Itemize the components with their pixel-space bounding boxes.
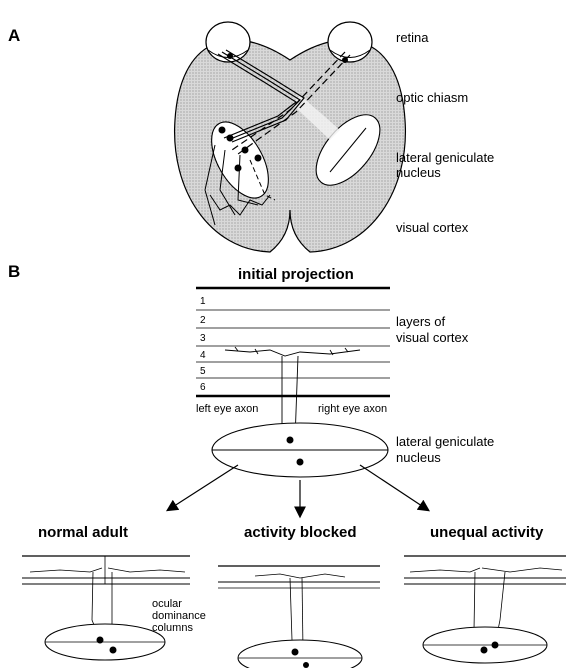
layer-number-3: 3	[200, 333, 206, 344]
lgn-label-line1: lateral geniculate	[396, 150, 494, 165]
activity-blocked-title: activity blocked	[244, 524, 357, 541]
arrow-to-unequal	[360, 465, 428, 510]
activity-blocked-diagram	[218, 566, 380, 668]
ocular-label-line3: columns	[152, 622, 193, 635]
layer-number-1: 1	[200, 296, 206, 307]
left-eye-axon-label: left eye axon	[196, 403, 258, 416]
panel-b-letter: B	[8, 262, 20, 282]
layer-number-2: 2	[200, 315, 206, 326]
layers-label-line1: layers of	[396, 314, 445, 329]
right-eye	[328, 22, 372, 62]
normal-adult-title: normal adult	[38, 524, 128, 541]
layer-number-5: 5	[200, 366, 206, 377]
visual-cortex-label: visual cortex	[396, 220, 468, 235]
layer-number-6: 6	[200, 382, 206, 393]
lgn-label-line2: nucleus	[396, 165, 441, 180]
initial-lgn-cell-right	[297, 459, 304, 466]
panel-a-letter: A	[8, 26, 20, 46]
cortical-layer-lines	[196, 310, 390, 378]
layer-number-4: 4	[200, 350, 206, 361]
layers-label-line2: visual cortex	[396, 330, 468, 345]
arrow-to-normal	[168, 465, 238, 510]
initial-lgn-label-line1: lateral geniculate	[396, 434, 494, 449]
retina-label: retina	[396, 30, 429, 45]
initial-lgn-cell-left	[287, 437, 294, 444]
right-eye-axon-label: right eye axon	[318, 403, 387, 416]
optic-chiasm-label: optic chiasm	[396, 90, 468, 105]
initial-projection-title: initial projection	[238, 266, 354, 283]
unequal-activity-title: unequal activity	[430, 524, 543, 541]
initial-lgn-label-line2: nucleus	[396, 450, 441, 465]
